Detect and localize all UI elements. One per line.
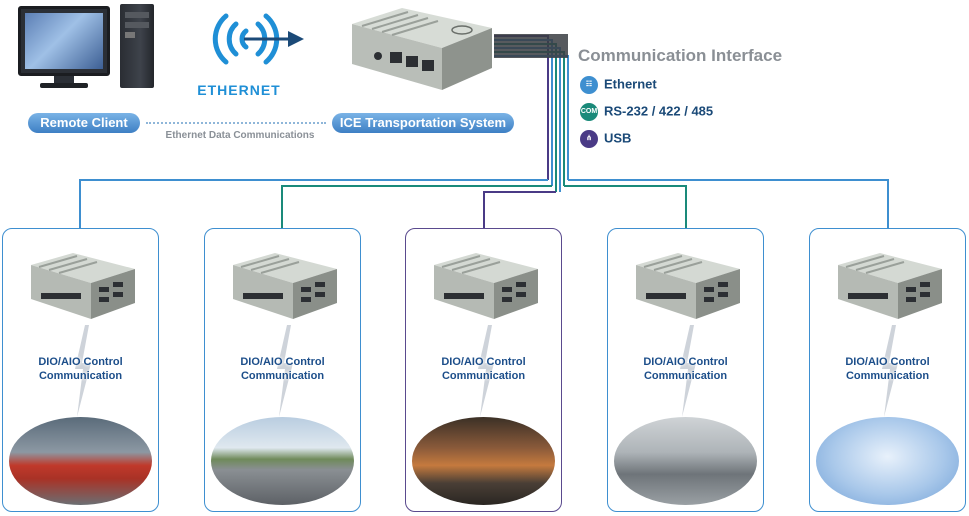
control-label-line2: Communication	[845, 370, 930, 382]
com-port-icon: COM	[580, 102, 598, 121]
ethernet-data-label: Ethernet Data Communications	[165, 130, 315, 141]
ethernet-wave-icon	[212, 13, 304, 65]
comm-item-usb: ⋔USB	[580, 128, 631, 148]
ticket-gate-photo	[614, 417, 757, 505]
dio-device-icon	[227, 249, 339, 321]
ethernet-label: ETHERNET	[197, 82, 281, 98]
signal-bolt-icon	[472, 325, 498, 417]
highway-photo	[211, 417, 354, 505]
usb-icon: ⋔	[580, 129, 598, 148]
ice-main-device	[352, 8, 492, 90]
dio-device-icon	[25, 249, 137, 321]
monitor-stand	[54, 76, 74, 84]
ice-system-label: ICE Transportation System	[332, 113, 514, 133]
control-label-line1: DIO/AIO Control	[441, 356, 526, 368]
pc-tower-icon	[120, 4, 154, 88]
ethernet-icon: ☷	[580, 75, 598, 94]
signal-bolt-icon	[876, 325, 902, 417]
control-label-line1: DIO/AIO Control	[643, 356, 728, 368]
comm-interface-title: Communication Interface	[578, 46, 783, 65]
comm-item-ethernet: ☷Ethernet	[580, 74, 657, 94]
dio-device-icon	[630, 249, 742, 321]
control-label-line2: Communication	[240, 370, 325, 382]
signal-bolt-icon	[69, 325, 95, 417]
signal-bolt-icon	[674, 325, 700, 417]
monitor-icon	[18, 6, 110, 76]
remote-client-label: Remote Client	[28, 113, 140, 133]
control-label-line1: DIO/AIO Control	[845, 356, 930, 368]
dio-device-icon	[428, 249, 540, 321]
monitor-base	[40, 83, 88, 88]
traffic-light-photo	[816, 417, 959, 505]
control-label-line1: DIO/AIO Control	[38, 356, 123, 368]
control-label-line2: Communication	[38, 370, 123, 382]
signal-bolt-icon	[271, 325, 297, 417]
parking-gate-photo	[412, 417, 555, 505]
control-label-line1: DIO/AIO Control	[240, 356, 325, 368]
train-station-photo	[9, 417, 152, 505]
control-label-line2: Communication	[441, 370, 526, 382]
ethernet-link-line	[146, 122, 326, 124]
dio-device-icon	[832, 249, 944, 321]
control-label-line2: Communication	[643, 370, 728, 382]
